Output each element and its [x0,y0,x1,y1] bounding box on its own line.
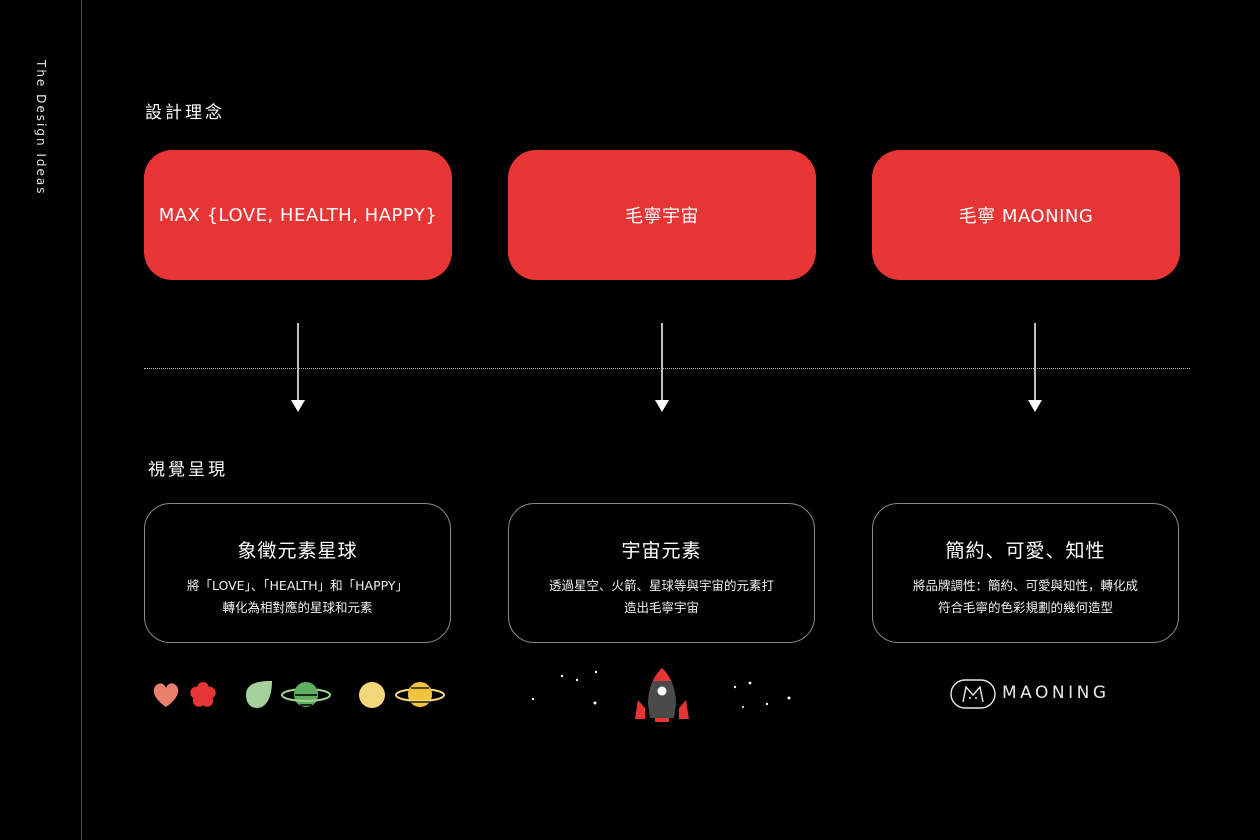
down-arrow-icon [291,323,305,412]
visual-card-universe: 宇宙元素 透過星空、火箭、星球等與宇宙的元素打 造出毛寧宇宙 [508,503,815,643]
sidebar-label: The Design Ideas [34,60,48,196]
star-icon [531,670,791,708]
flower-icon [190,682,216,707]
brand-wordmark: MAONING [1002,683,1110,703]
down-arrow-icon [655,323,669,412]
concept-section-title: 設計理念 [145,103,225,123]
yellow-circle-icon [359,682,385,708]
visual-card-style: 簡約、可愛、知性 將品牌調性：簡約、可愛與知性，轉化成 符合毛寧的色彩規劃的幾何… [872,503,1179,643]
concept-card-max: MAX {LOVE, HEALTH, HAPPY} [144,150,452,280]
leaf-icon [246,681,272,708]
visual-card-title: 宇宙元素 [621,540,702,562]
visual-card-title: 象徵元素星球 [237,540,358,562]
dotted-divider [144,368,1190,369]
visual-card-desc-line: 轉化為相對應的星球和元素 [222,600,373,615]
visual-card-planets: 象徵元素星球 將「LOVE」、「HEALTH」和「HAPPY」 轉化為相對應的星… [144,503,451,643]
sidebar-divider [81,0,82,840]
visual-card-description: 將「LOVE」、「HEALTH」和「HAPPY」 轉化為相對應的星球和元素 [145,575,450,619]
visual-card-desc-line: 將品牌調性：簡約、可愛與知性，轉化成 [912,578,1138,593]
visual-card-desc-line: 造出毛寧宇宙 [623,600,699,615]
visual-section-title: 視覺呈現 [148,460,228,480]
visual-card-title: 簡約、可愛、知性 [945,540,1106,562]
visual-card-desc-line: 將「LOVE」、「HEALTH」和「HAPPY」 [186,578,409,593]
visual-card-description: 透過星空、火箭、星球等與宇宙的元素打 造出毛寧宇宙 [509,575,814,619]
visual-card-description: 將品牌調性：簡約、可愛與知性，轉化成 符合毛寧的色彩規劃的幾何造型 [873,575,1178,619]
concept-card-universe: 毛寧宇宙 [508,150,816,280]
concept-card-brand: 毛寧 MAONING [872,150,1180,280]
heart-icon [153,683,179,707]
planet-icons-row [153,681,445,708]
visual-card-desc-line: 符合毛寧的色彩規劃的幾何造型 [937,600,1113,615]
green-planet-icon [281,682,331,707]
rocket-scene [531,668,791,722]
rocket-icon [635,668,689,722]
down-arrow-icon [1028,323,1042,412]
visual-card-desc-line: 透過星空、火箭、星球等與宇宙的元素打 [548,578,774,593]
yellow-planet-icon [395,682,445,707]
maoning-logo-icon [950,679,996,709]
